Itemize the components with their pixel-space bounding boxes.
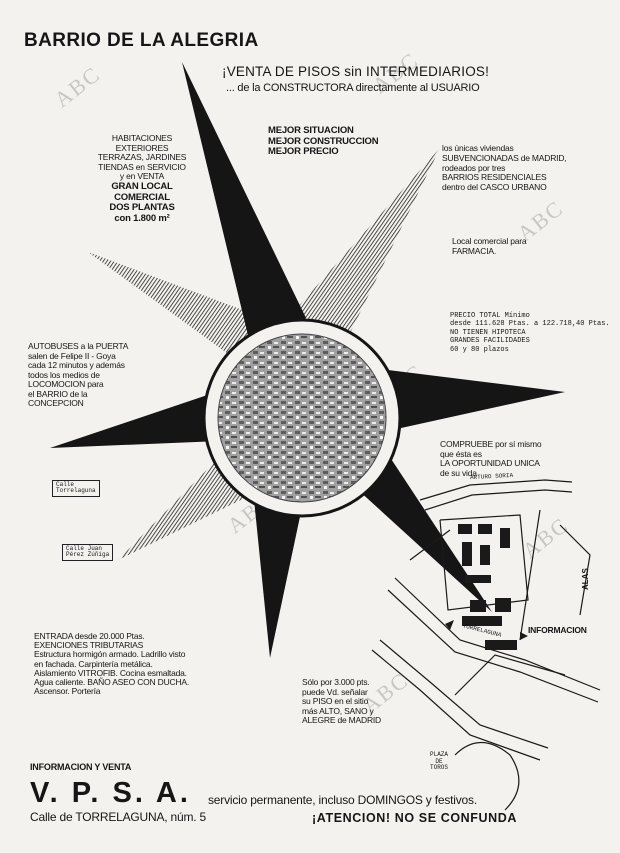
farmacia-text: Local comercial para FARMACIA. <box>452 236 527 256</box>
amenities-text: HABITACIONES EXTERIORES TERRAZAS, JARDIN… <box>97 133 187 182</box>
mejor-text: MEJOR SITUACION MEJOR CONSTRUCCION MEJOR… <box>268 125 379 158</box>
map-plaza-label: PLAZA DE TOROS <box>430 751 449 772</box>
atencion-text: ¡ATENCION! NO SE CONFUNDA <box>312 811 518 825</box>
service-text: servicio permanente, incluso DOMINGOS y … <box>208 793 477 807</box>
brand-name: V. P. S. A. <box>30 777 191 809</box>
calle-juan-perez-label: Calle Juan Pérez Zúñiga <box>62 544 114 561</box>
location-map <box>371 479 601 811</box>
page-title: BARRIO DE LA ALEGRIA <box>24 30 259 51</box>
footer-info-label: INFORMACION Y VENTA <box>30 762 132 772</box>
map-alas-label: ALAS <box>581 568 590 590</box>
headline: ¡VENTA DE PISOS sin INTERMEDIARIOS! <box>222 64 490 79</box>
calle-torrelaguna-label: Calle Torrelaguna <box>52 480 100 497</box>
transporte-text: AUTOBUSES a la PUERTA salen de Felipe II… <box>28 341 129 409</box>
compruebe-text: COMPRUEBE por sí mismo que ésta es LA OP… <box>440 439 542 478</box>
subvencionadas-intro: los únicas viviendas <box>442 143 514 153</box>
subvencionadas-text: SUBVENCIONADAS de MADRID, rodeados por t… <box>442 153 567 192</box>
entrada-text: ENTRADA desde 20.000 Ptas. EXENCIONES TR… <box>34 631 190 697</box>
subheadline: ... de la CONSTRUCTORA directamente al U… <box>226 82 480 94</box>
precio-text: PRECIO TOTAL Mínimo desde 111.628 Ptas. … <box>450 312 610 354</box>
map-informacion-label: INFORMACION <box>528 625 587 635</box>
address-text: Calle de TORRELAGUNA, núm. 5 <box>30 810 207 824</box>
piso-text: Sólo por 3.000 pts. puede Vd. señalar su… <box>302 677 381 726</box>
local-comercial-text: GRAN LOCAL COMERCIAL DOS PLANTAS con 1.8… <box>109 181 175 224</box>
